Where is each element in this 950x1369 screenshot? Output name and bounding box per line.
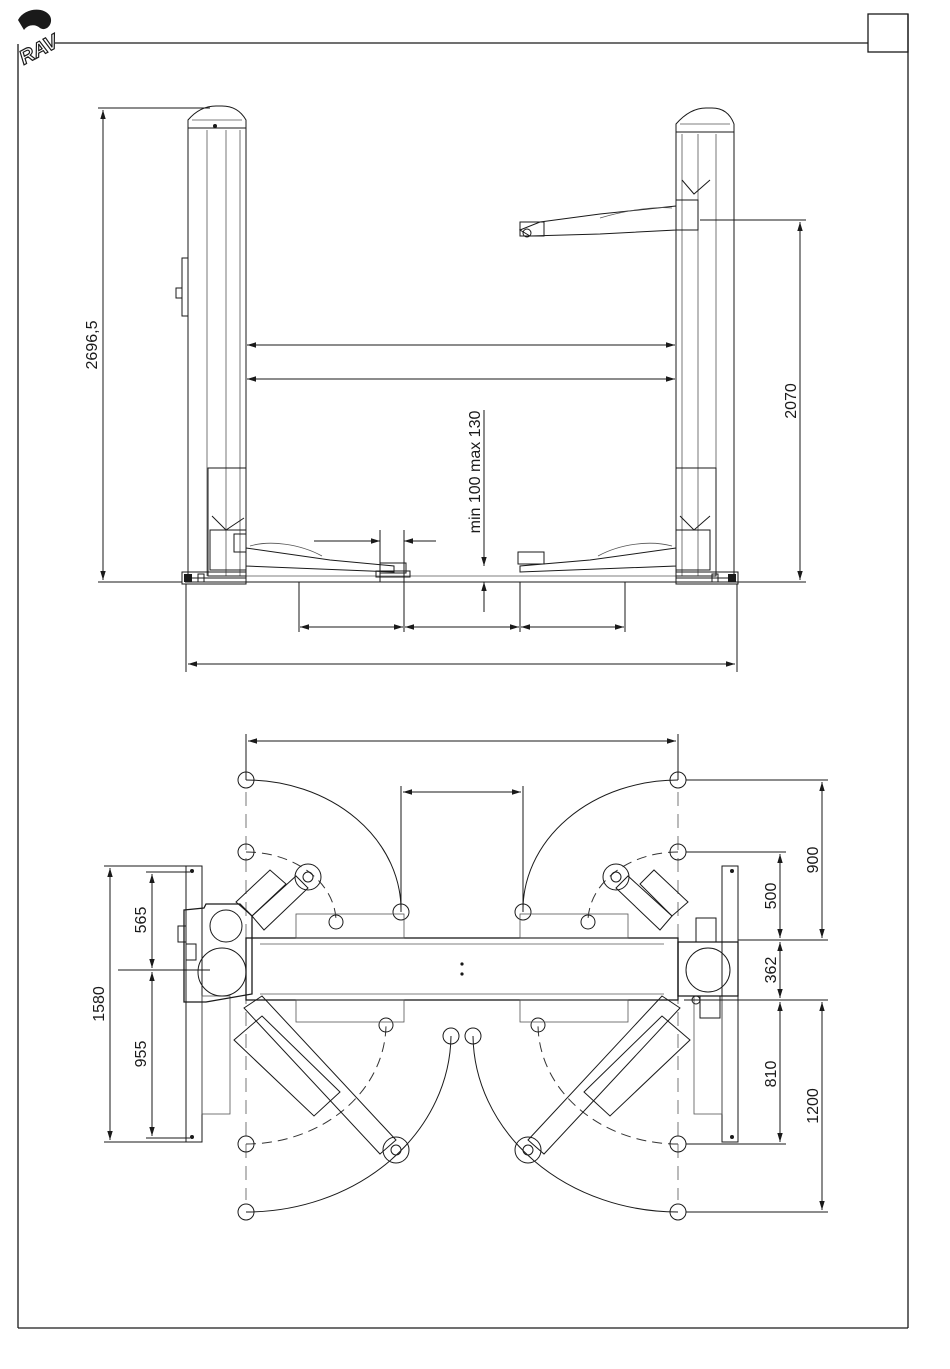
dim-arm-height: 2070: [783, 383, 800, 419]
rav-logo: RAV: [16, 10, 64, 70]
dim-right-1200: 1200: [805, 1088, 822, 1124]
page-number-box: [868, 14, 908, 52]
pad-circles: [238, 772, 686, 1220]
dim-left-lower: 955: [133, 1041, 150, 1068]
dim-right-362: 362: [763, 957, 780, 984]
dim-right-500: 500: [763, 883, 780, 910]
dim-right-900: 900: [805, 847, 822, 874]
logo-text: RAV: [16, 30, 64, 69]
dim-right-810: 810: [763, 1061, 780, 1088]
dim-pad-height: min 100 max 130: [467, 411, 484, 534]
right-column: [518, 108, 738, 584]
arm-lower-left: [234, 996, 409, 1163]
dim-left-total: 1580: [91, 986, 108, 1022]
dim-left-upper: 565: [133, 907, 150, 934]
arm-upper-right: [603, 864, 688, 930]
arm-lower-right: [515, 996, 690, 1163]
arm-upper-left: [236, 864, 321, 930]
dim-total-height: 2696,5: [84, 320, 101, 369]
top-view: 1580 565 955 900 500 362 810 1200: [91, 734, 828, 1220]
front-view: 2696,5 2070 min 100 max 130: [84, 106, 806, 672]
